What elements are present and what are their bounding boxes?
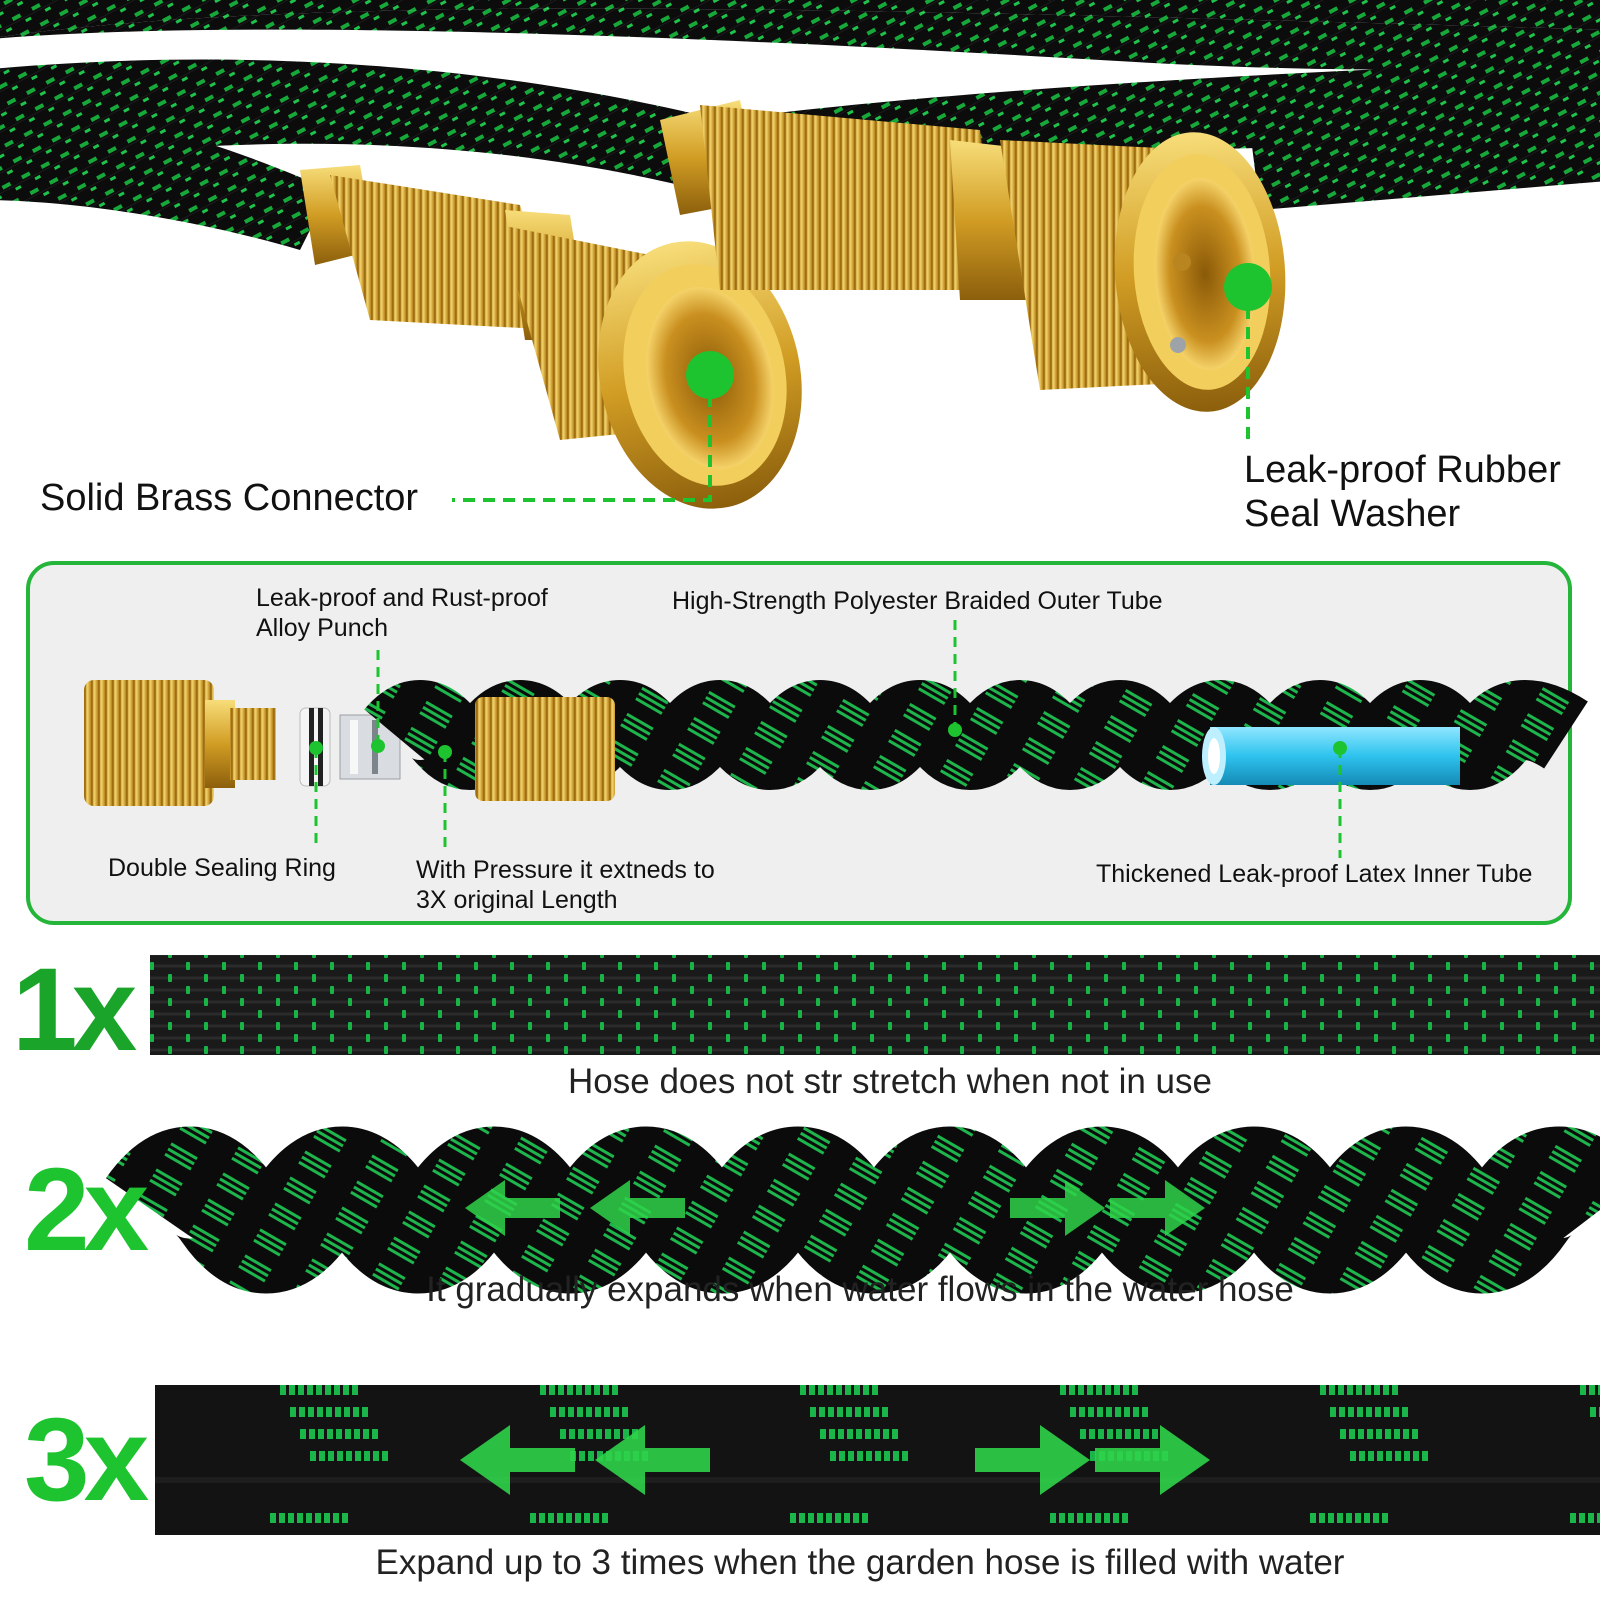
pressure-label-line1: With Pressure it extneds to [416,856,715,884]
connector-label: Solid Brass Connector [40,477,419,519]
connector-callout-line [452,351,734,502]
inner-tube-label: Thickened Leak-proof Latex Inner Tube [1096,860,1533,888]
diagram-brass-fitting [84,680,276,806]
diagram-callout-lines [314,620,1342,858]
alloy-punch-label-line1: Leak-proof and Rust-proof [256,584,548,612]
pressure-label-line2: 3X original Length [416,886,618,914]
brass-connector-right [660,100,1286,412]
diagram-callout-dots [309,723,1347,759]
diagram-expanded-hose [364,680,1588,801]
hose-3x-strip [155,1385,1600,1535]
outer-tube-label: High-Strength Polyester Braided Outer Tu… [672,587,1163,615]
washer-callout-line [1224,263,1272,440]
washer-label-line2: Seal Washer [1244,493,1461,535]
stage-2x-caption: It gradually expands when water flows in… [426,1270,1294,1309]
stage-3x-caption: Expand up to 3 times when the garden hos… [375,1543,1345,1582]
hose-1x-strip [150,955,1600,1055]
stage-2x-multiplier: 2x [24,1144,149,1276]
washer-label-line1: Leak-proof Rubber [1244,449,1561,491]
stage-1x-multiplier: 1x [12,944,137,1076]
hose-2x-strip [105,1126,1600,1294]
arrows-3x [460,1425,1210,1495]
alloy-punch-label-line2: Alloy Punch [256,614,389,642]
arrows-2x [465,1180,1205,1236]
stage-1x-caption: Hose does not str stretch when not in us… [568,1062,1212,1101]
stage-3x-multiplier: 3x [24,1394,149,1526]
sealing-ring-label: Double Sealing Ring [108,854,336,882]
